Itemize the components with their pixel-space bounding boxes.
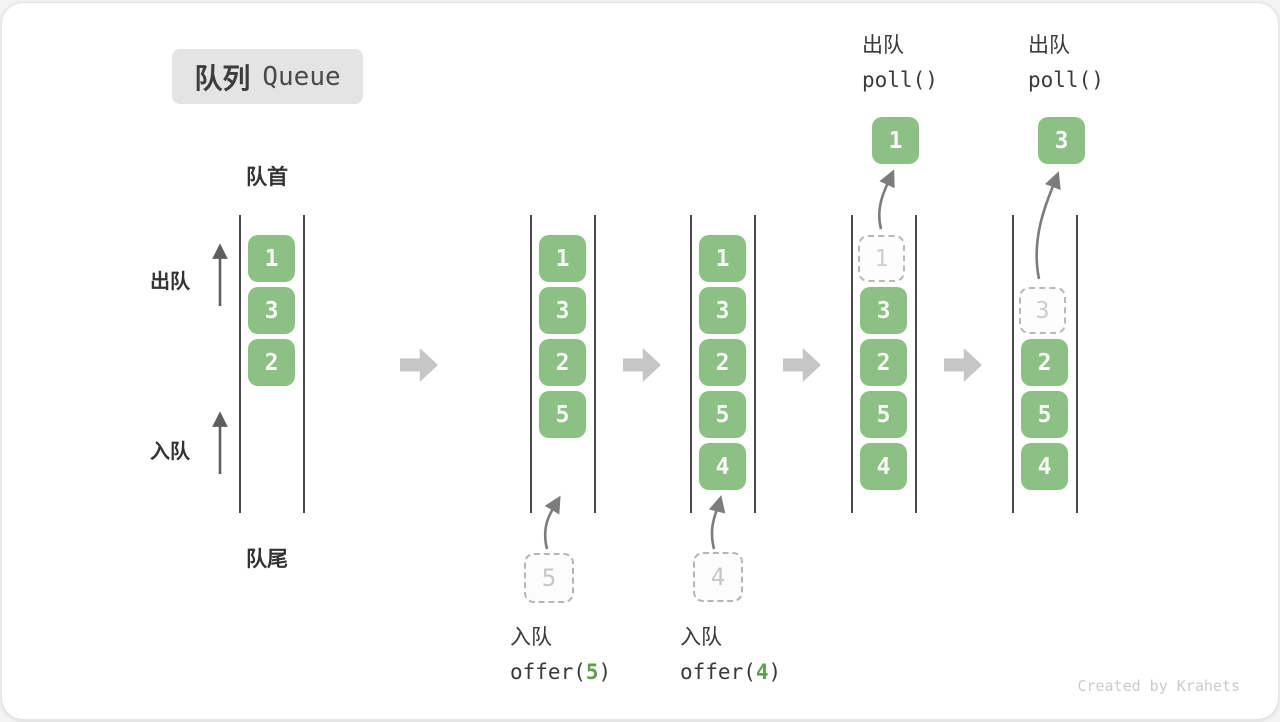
label-dequeue: 出队 (150, 271, 190, 293)
queue-cell: 2 (248, 339, 295, 386)
staged-value-box: 4 (693, 552, 743, 602)
queue-cell: 4 (860, 443, 907, 490)
right-arrow-icon (783, 348, 821, 382)
queue-cell: 1 (699, 235, 746, 282)
offer-arg: 5 (585, 660, 599, 684)
popped-value-box: 1 (872, 117, 919, 164)
offer-label-zh: 入队 (510, 626, 552, 649)
queue-cell: 4 (1021, 443, 1068, 490)
queue-state-3: 1 3 2 5 4 (690, 215, 756, 513)
offer-arg: 4 (755, 660, 769, 684)
queue-cell: 1 (248, 235, 295, 282)
staged-value-box: 5 (524, 553, 574, 603)
title-en: Queue (262, 61, 341, 92)
queue-cell: 2 (860, 339, 907, 386)
poll-label-zh: 出队 (1028, 34, 1070, 57)
label-queue-front: 队首 (246, 166, 288, 189)
offer-code: offer(5) (510, 660, 612, 684)
queue-state-4: 1 3 2 5 4 (851, 215, 917, 513)
queue-cell: 2 (1021, 339, 1068, 386)
queue-state-5: 3 2 5 4 (1012, 215, 1078, 513)
offer-operation-1: 入队 offer(5) (510, 621, 611, 689)
queue-cell: 2 (699, 339, 746, 386)
queue-cell: 4 (699, 443, 746, 490)
queue-cell: 5 (699, 391, 746, 438)
right-arrow-icon (944, 348, 982, 382)
poll-code: poll() (862, 68, 938, 92)
queue-cell: 3 (539, 287, 586, 334)
label-enqueue: 入队 (150, 441, 190, 463)
title-zh: 队列 (194, 62, 251, 94)
right-arrow-icon (623, 348, 661, 382)
queue-cell: 5 (539, 391, 586, 438)
offer-operation-2: 入队 offer(4) (680, 621, 781, 689)
label-queue-rear: 队尾 (246, 548, 288, 571)
popped-value-box: 3 (1038, 117, 1085, 164)
queue-cell-removed: 1 (858, 235, 905, 282)
queue-state-1: 1 3 2 (239, 215, 305, 513)
queue-cell-removed: 3 (1019, 287, 1066, 334)
watermark: Created by Krahets (1077, 677, 1240, 695)
queue-cell: 3 (248, 287, 295, 334)
queue-cell: 1 (539, 235, 586, 282)
poll-operation-1: 出队 poll() (862, 29, 938, 97)
poll-code: poll() (1028, 68, 1104, 92)
offer-code: offer(4) (680, 660, 782, 684)
right-arrow-icon (400, 348, 438, 382)
queue-cell: 5 (1021, 391, 1068, 438)
offer-label-zh: 入队 (680, 626, 722, 649)
queue-state-2: 1 3 2 5 (530, 215, 596, 513)
title-badge: 队列 Queue (172, 49, 363, 104)
poll-label-zh: 出队 (862, 34, 904, 57)
queue-cell: 3 (860, 287, 907, 334)
poll-operation-2: 出队 poll() (1028, 29, 1104, 97)
queue-cell: 5 (860, 391, 907, 438)
queue-cell: 2 (539, 339, 586, 386)
queue-cell: 3 (699, 287, 746, 334)
